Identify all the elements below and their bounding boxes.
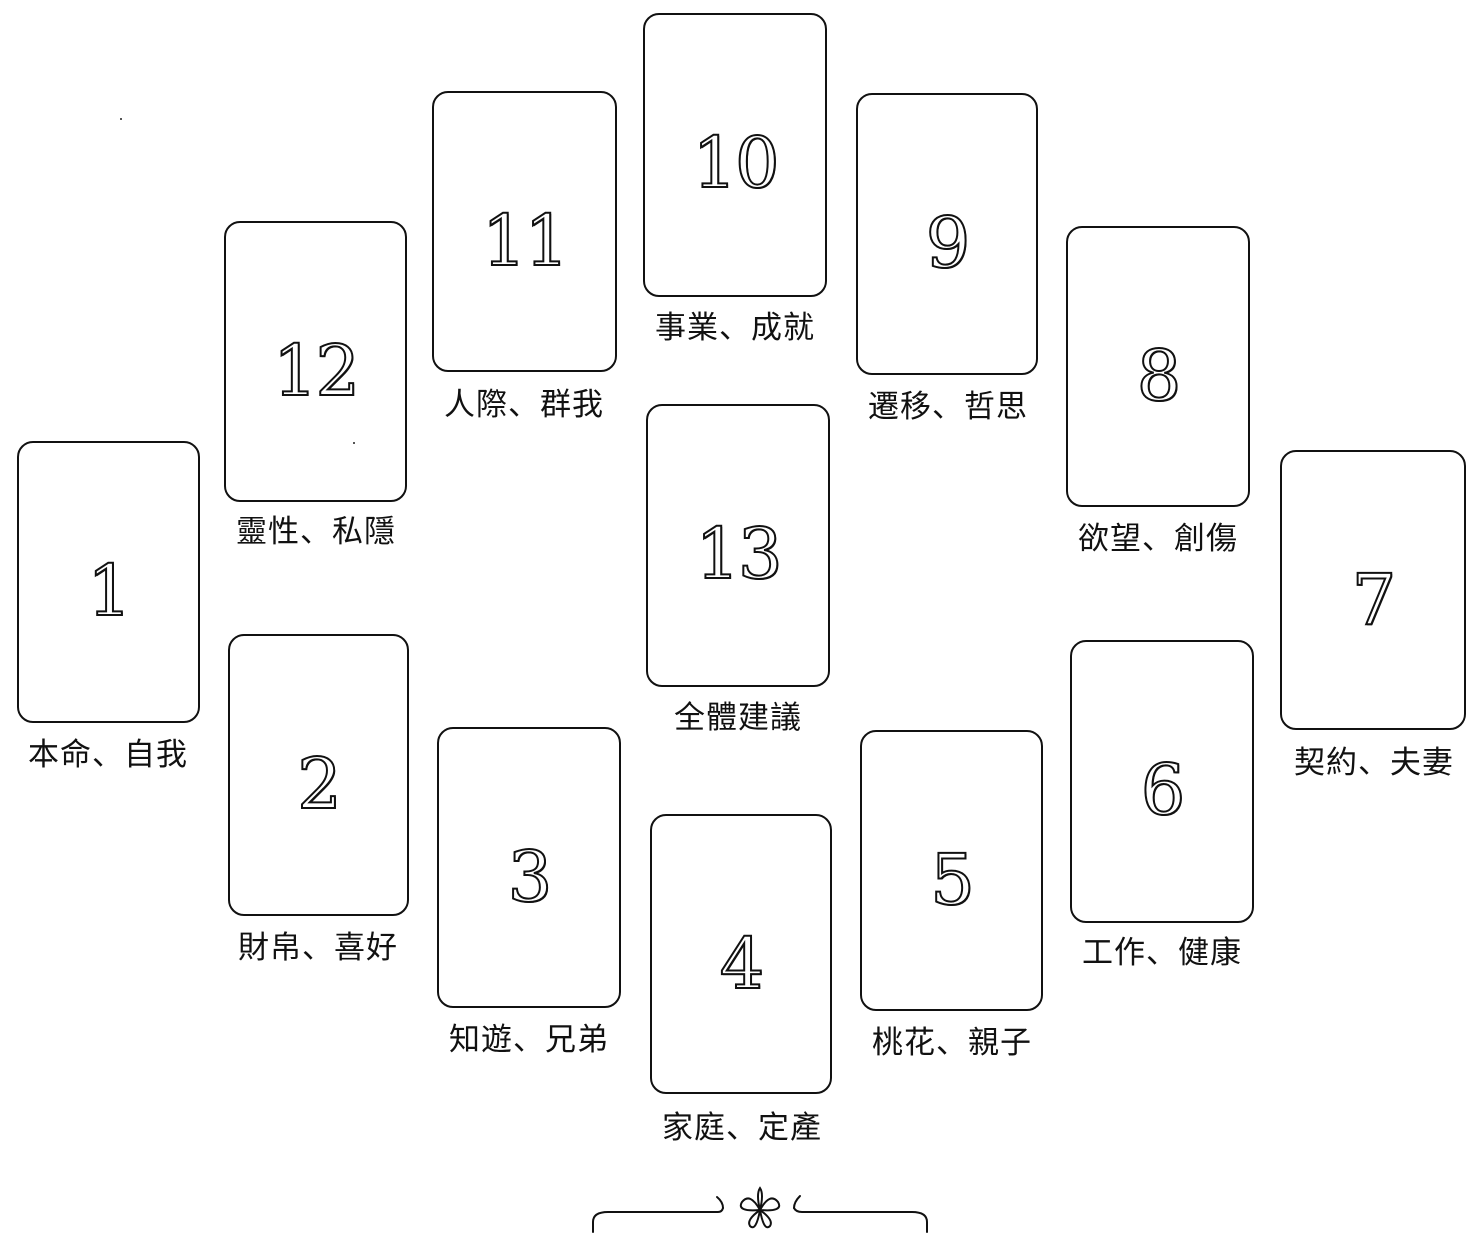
card-slot-8: 8 [1066, 226, 1250, 507]
card-label: 事業、成就 [655, 310, 815, 346]
card-label: 財帛、喜好 [238, 930, 398, 966]
card-label: 知遊、兄弟 [449, 1022, 609, 1058]
speck [120, 118, 122, 120]
card-label: 工作、健康 [1082, 935, 1242, 971]
card-number: 8 [1136, 335, 1183, 417]
card-label: 人際、群我 [444, 387, 604, 423]
card-slot-6: 6 [1070, 640, 1254, 923]
clover-ornament-icon [592, 1186, 928, 1233]
card-number: 12 [272, 330, 361, 412]
card-number: 5 [929, 839, 976, 921]
card-number: 7 [1351, 559, 1398, 641]
card-slot-5: 5 [860, 730, 1043, 1011]
card-number: 9 [925, 202, 972, 284]
card-slot-4: 4 [650, 814, 832, 1094]
card-number: 10 [691, 122, 780, 204]
card-label: 全體建議 [674, 700, 802, 736]
card-label: 桃花、親子 [872, 1025, 1032, 1061]
card-label: 靈性、私隱 [236, 514, 396, 550]
card-number: 3 [507, 836, 554, 918]
card-number: 1 [86, 550, 133, 632]
card-slot-1: 1 [17, 441, 200, 723]
card-slot-12: 12 [224, 221, 407, 502]
card-label: 家庭、定產 [662, 1110, 822, 1146]
card-number: 11 [481, 200, 570, 282]
speck [353, 442, 355, 444]
card-slot-3: 3 [437, 727, 621, 1008]
card-slot-9: 9 [856, 93, 1038, 375]
card-label: 本命、自我 [28, 737, 188, 773]
card-number: 4 [719, 923, 766, 1005]
card-slot-10: 10 [643, 13, 827, 297]
card-slot-13: 13 [646, 404, 830, 687]
card-slot-11: 11 [432, 91, 617, 372]
card-slot-2: 2 [228, 634, 409, 916]
card-number: 13 [694, 513, 783, 595]
card-number: 2 [296, 743, 343, 825]
card-label: 遷移、哲思 [868, 389, 1028, 425]
card-label: 欲望、創傷 [1078, 521, 1238, 557]
card-label: 契約、夫妻 [1294, 745, 1454, 781]
card-slot-7: 7 [1280, 450, 1466, 730]
card-number: 6 [1140, 749, 1187, 831]
